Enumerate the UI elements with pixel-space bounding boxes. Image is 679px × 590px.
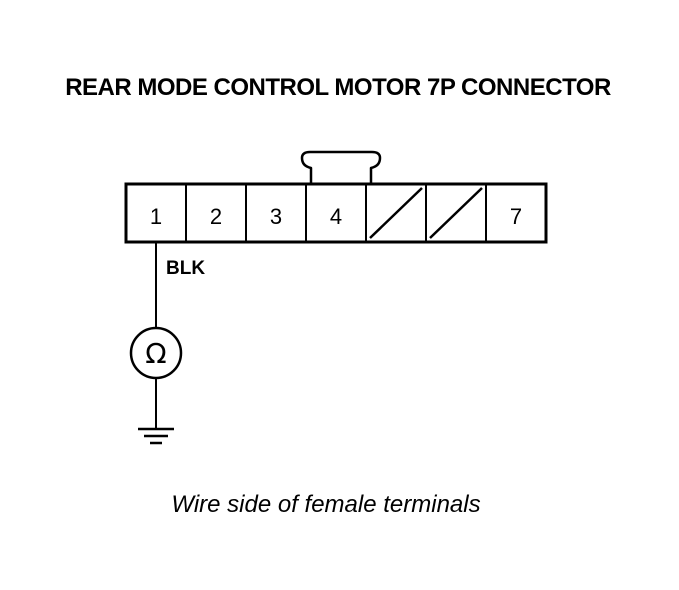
unused-terminal-slash: [369, 187, 423, 239]
connector-housing: [124, 182, 548, 244]
diagram-title: REAR MODE CONTROL MOTOR 7P CONNECTOR: [65, 74, 611, 101]
ground-icon: [138, 427, 174, 445]
ohmmeter-icon: Ω: [129, 326, 183, 380]
terminal-2-label: 2: [210, 204, 222, 229]
unused-terminal-slash: [429, 187, 483, 239]
terminal-3-label: 3: [270, 204, 282, 229]
terminal-4-label: 4: [330, 204, 342, 229]
connector-lock-tab: [300, 150, 382, 183]
terminal-1-label: 1: [150, 204, 162, 229]
diagram-caption: Wire side of female terminals: [171, 491, 480, 518]
connector-cells: 1 2 3 4 7: [150, 184, 522, 242]
ohmmeter-symbol: Ω: [145, 337, 166, 370]
terminal-7-label: 7: [510, 204, 522, 229]
wire-color-label: BLK: [166, 258, 205, 279]
